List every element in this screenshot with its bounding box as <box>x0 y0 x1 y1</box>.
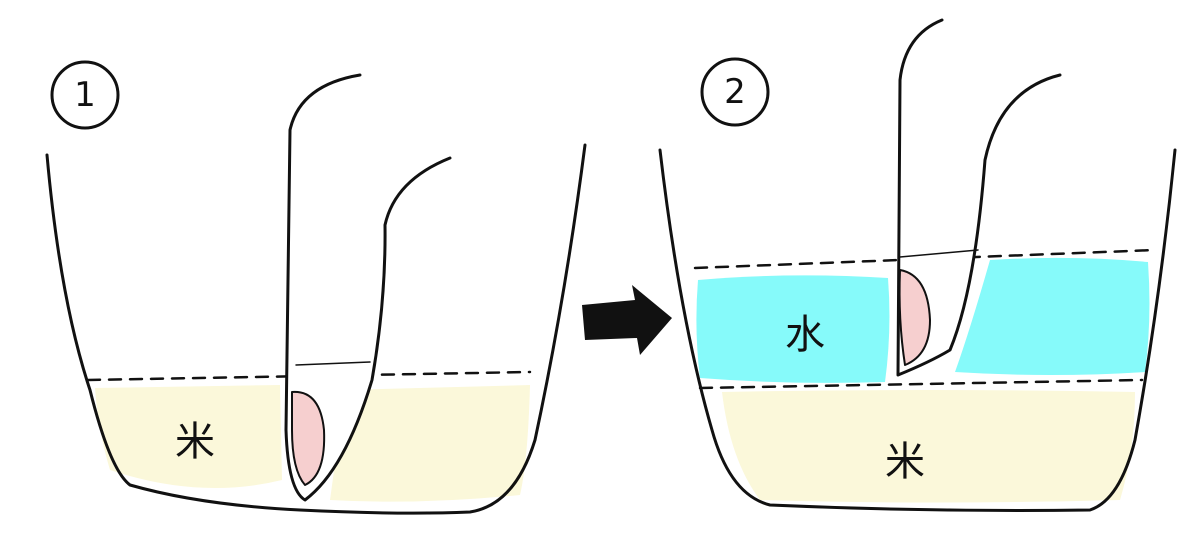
finger <box>896 18 1062 377</box>
panel-2 <box>658 18 1177 512</box>
rice-label: 米 <box>175 419 215 465</box>
pot-outline <box>45 143 587 515</box>
rice-layer <box>722 390 1135 503</box>
pot-outline <box>658 148 1177 512</box>
finger-joint-line <box>899 249 979 258</box>
arrow-icon <box>582 285 672 355</box>
rice-layer <box>95 385 530 502</box>
rice-level-dashed-line <box>698 378 1144 390</box>
step-2-label: 2 <box>724 72 746 112</box>
rice-label: 米 <box>885 439 925 485</box>
water-layer-right <box>955 257 1150 375</box>
step-2-circle <box>700 57 770 127</box>
water-layer-left <box>696 275 890 383</box>
panel-1 <box>45 60 587 515</box>
fingernail <box>898 269 931 366</box>
finger <box>284 73 452 502</box>
step-1-label: 1 <box>74 75 96 115</box>
fingernail <box>291 390 326 486</box>
water-label: 水 <box>785 312 825 358</box>
step-1-circle <box>50 60 120 130</box>
finger-joint-line <box>295 361 371 366</box>
